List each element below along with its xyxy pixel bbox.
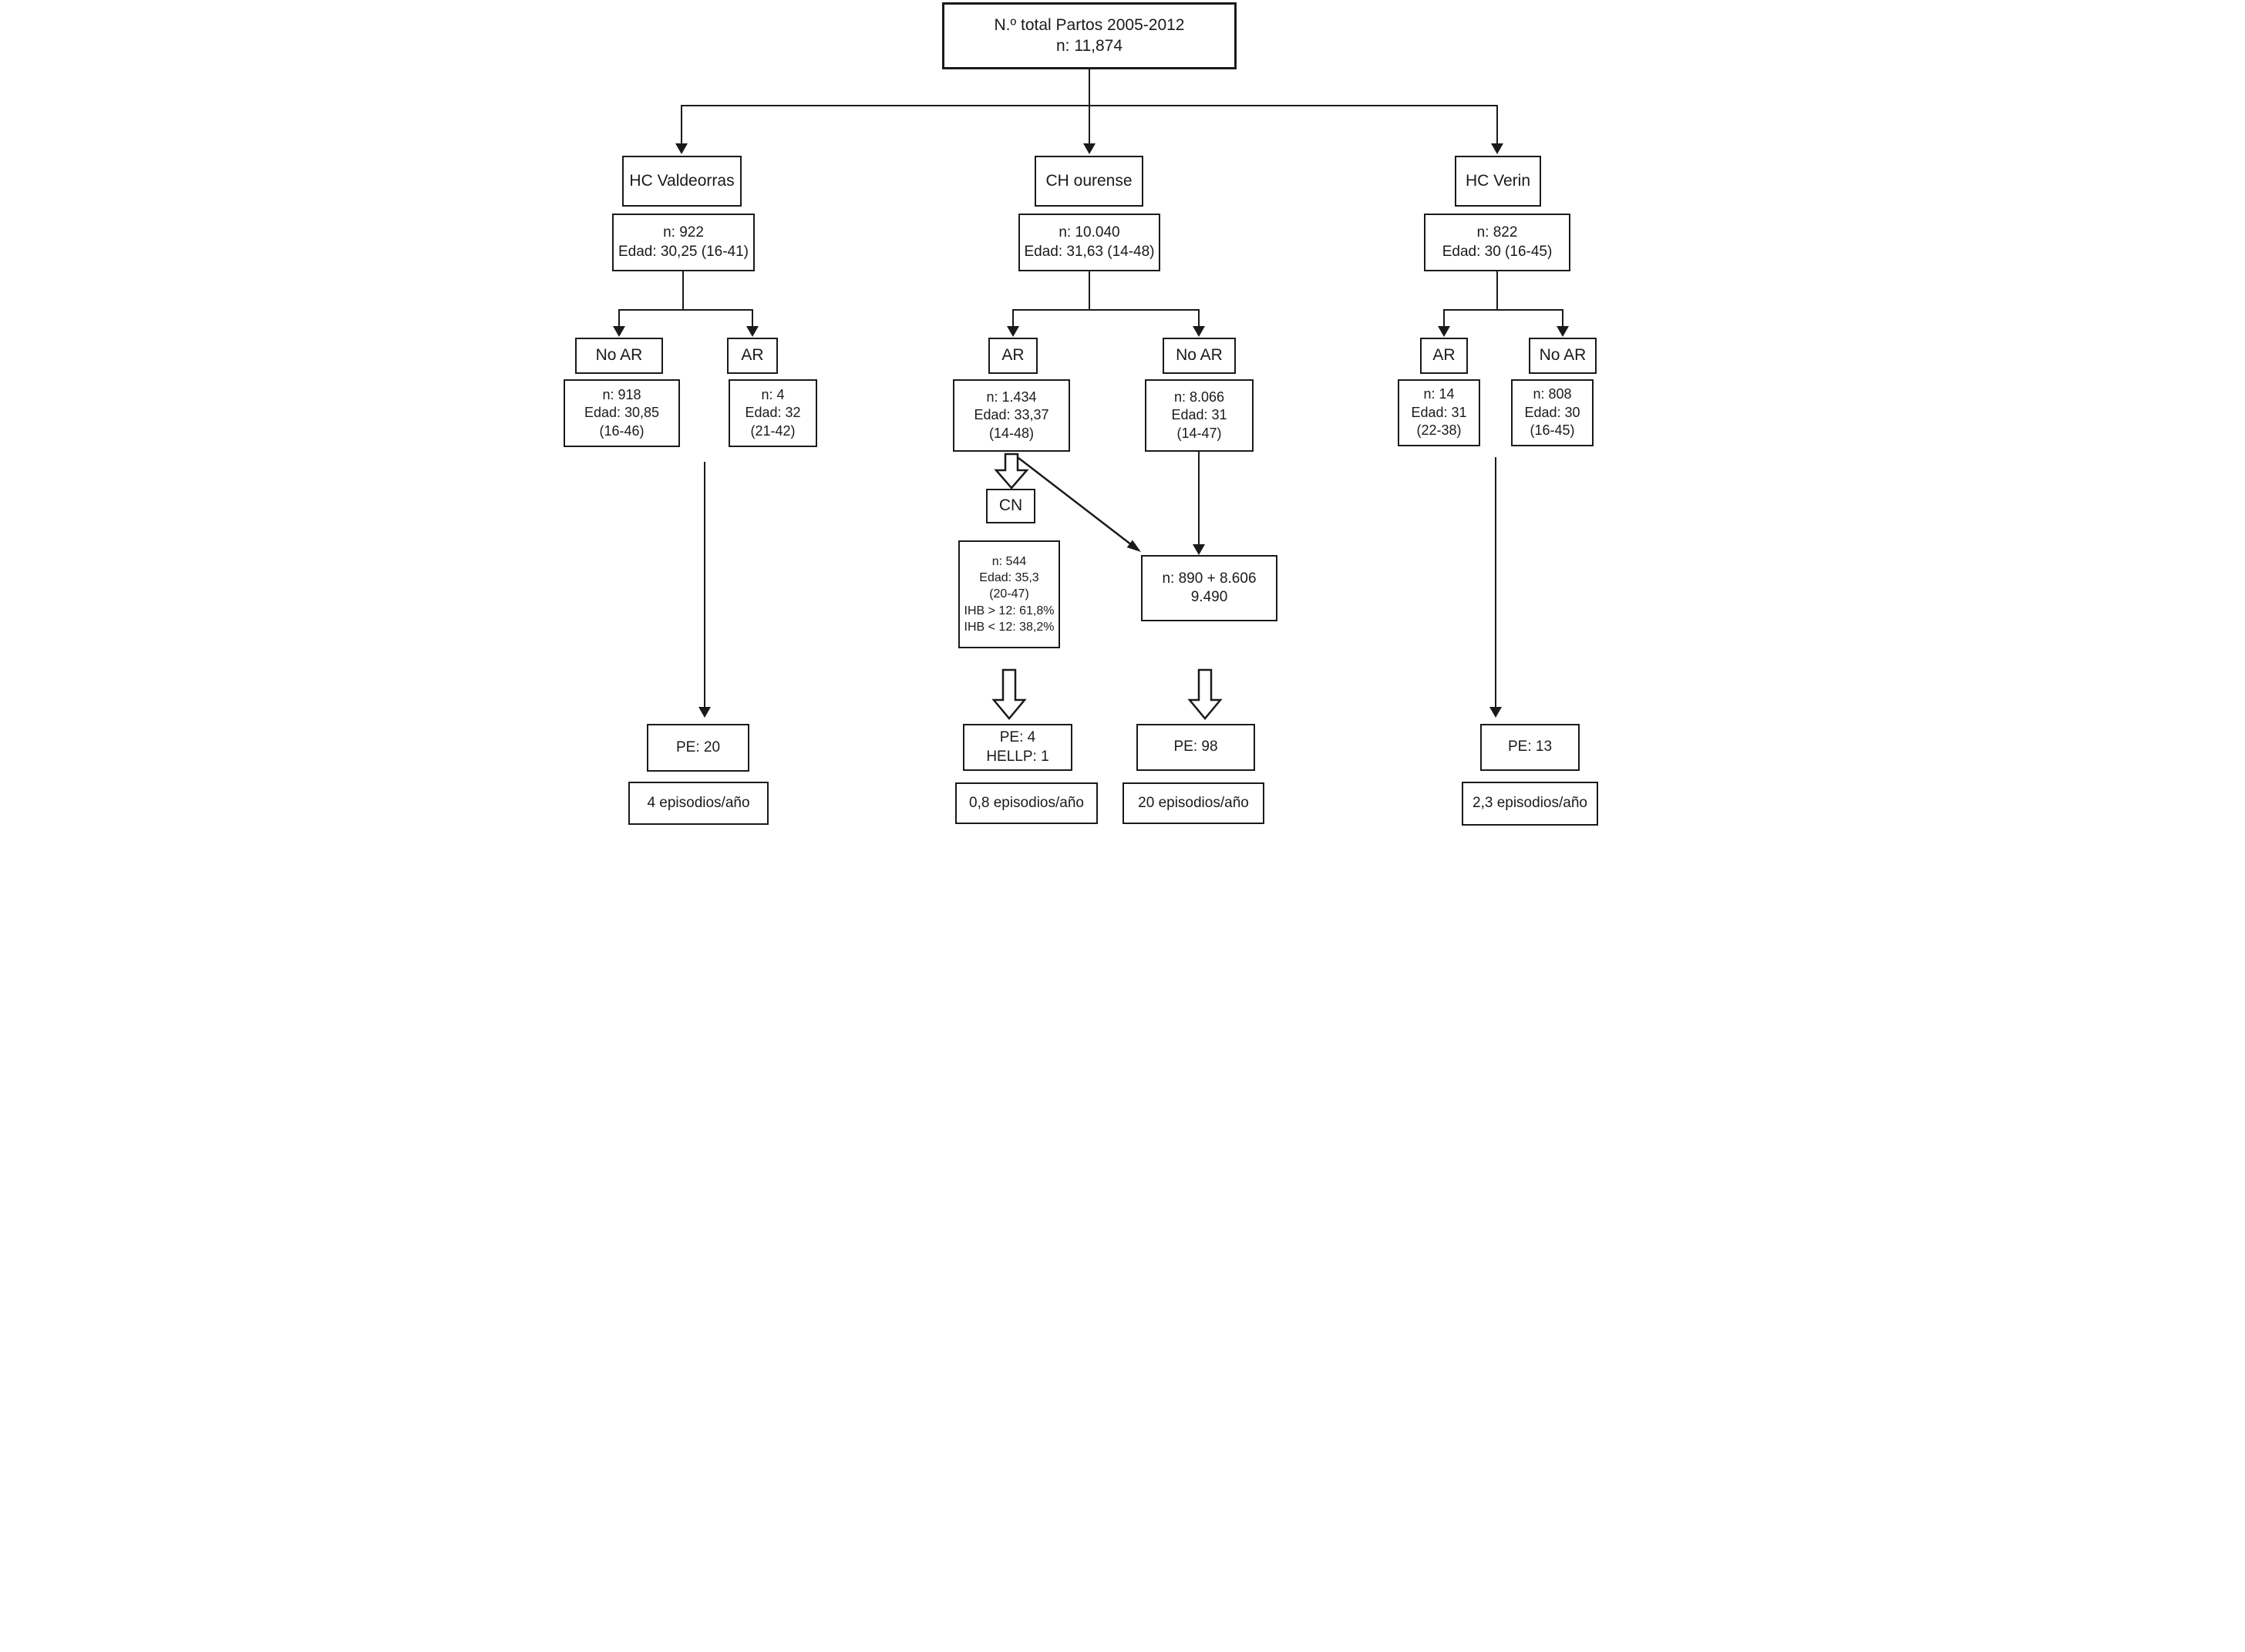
node-verin-noar-detail: n: 808 Edad: 30 (16-45) <box>1511 379 1594 446</box>
arrowhead-left-hospital <box>675 143 688 154</box>
arrowhead-valdeorras-ar <box>746 326 759 337</box>
node-ourense-ar: AR <box>988 338 1038 374</box>
node-valdeorras-ar-detail: n: 4 Edad: 32 (21-42) <box>729 379 817 447</box>
connector-valdeorras-horizontal <box>618 309 753 311</box>
flowchart-canvas: N.º total Partos 2005-2012 n: 11,874 HC … <box>561 0 1684 826</box>
node-cn-detail: n: 544 Edad: 35,3 (20-47) IHB > 12: 61,8… <box>958 540 1060 648</box>
connector-ourense-horizontal <box>1012 309 1199 311</box>
connector-valdeorras-ar-stub <box>752 309 753 328</box>
connector-verin-stub <box>1496 271 1498 310</box>
connector-verin-horizontal <box>1443 309 1563 311</box>
node-valdeorras-noar-detail: n: 918 Edad: 30,85 (16-46) <box>564 379 680 447</box>
connector-ourense-noar-stub <box>1198 309 1200 328</box>
connector-ourense-noar-drop <box>1198 452 1200 546</box>
node-valdeorras-noar: No AR <box>575 338 663 374</box>
connector-verin-long-drop <box>1495 457 1496 708</box>
node-stats-ourense: n: 10.040 Edad: 31,63 (14-48) <box>1018 214 1160 271</box>
node-combined: n: 890 + 8.606 9.490 <box>1141 555 1277 621</box>
arrowhead-center-hospital <box>1083 143 1096 154</box>
connector-valdeorras-long-drop <box>704 462 705 708</box>
arrowhead-verin-ar <box>1438 326 1450 337</box>
connector-verin-ar-stub <box>1443 309 1445 328</box>
node-stats-verin: n: 822 Edad: 30 (16-45) <box>1424 214 1570 271</box>
arrowhead-pe-valdeorras <box>698 707 711 718</box>
node-episodios-cn: 0,8 episodios/año <box>955 782 1098 824</box>
hollow-down-arrow-icon <box>994 453 1029 490</box>
connector-drop-right <box>1496 105 1498 145</box>
node-pe-valdeorras: PE: 20 <box>647 724 749 772</box>
node-verin-ar-detail: n: 14 Edad: 31 (22-38) <box>1398 379 1480 446</box>
node-verin-noar: No AR <box>1529 338 1597 374</box>
node-hc-valdeorras: HC Valdeorras <box>622 156 742 207</box>
connector-drop-center <box>1089 105 1090 145</box>
connector-ourense-stub <box>1089 271 1090 310</box>
connector-root-stub <box>1089 69 1090 106</box>
node-hc-verin: HC Verin <box>1455 156 1541 207</box>
node-ch-ourense: CH ourense <box>1035 156 1143 207</box>
connector-valdeorras-stub <box>682 271 684 310</box>
node-pe-cn: PE: 4 HELLP: 1 <box>963 724 1072 771</box>
node-episodios-verin: 2,3 episodios/año <box>1462 782 1598 826</box>
arrowhead-ourense-noar <box>1193 326 1205 337</box>
arrowhead-right-hospital <box>1491 143 1503 154</box>
node-valdeorras-ar: AR <box>727 338 778 374</box>
connector-drop-left <box>681 105 682 145</box>
arrowhead-combined <box>1193 544 1205 555</box>
node-ourense-noar-detail: n: 8.066 Edad: 31 (14-47) <box>1145 379 1254 452</box>
connector-ourense-ar-stub <box>1012 309 1014 328</box>
hollow-down-arrow-icon <box>991 668 1027 720</box>
node-ourense-noar: No AR <box>1163 338 1236 374</box>
hollow-down-arrow-icon <box>1187 668 1223 720</box>
node-verin-ar: AR <box>1420 338 1468 374</box>
connector-valdeorras-noar-stub <box>618 309 620 328</box>
node-episodios-ourense: 20 episodios/año <box>1122 782 1264 824</box>
node-ourense-ar-detail: n: 1.434 Edad: 33,37 (14-48) <box>953 379 1070 452</box>
node-pe-ourense: PE: 98 <box>1136 724 1255 771</box>
node-stats-valdeorras: n: 922 Edad: 30,25 (16-41) <box>612 214 755 271</box>
arrowhead-ourense-ar <box>1007 326 1019 337</box>
node-cn: CN <box>986 489 1035 523</box>
node-total-partos: N.º total Partos 2005-2012 n: 11,874 <box>942 2 1237 69</box>
node-pe-verin: PE: 13 <box>1480 724 1580 771</box>
arrowhead-pe-verin <box>1489 707 1502 718</box>
connector-verin-noar-stub <box>1562 309 1563 328</box>
diagonal-arrow-icon <box>1018 457 1141 552</box>
arrowhead-verin-noar <box>1557 326 1569 337</box>
node-episodios-valdeorras: 4 episodios/año <box>628 782 769 825</box>
arrowhead-valdeorras-noar <box>613 326 625 337</box>
